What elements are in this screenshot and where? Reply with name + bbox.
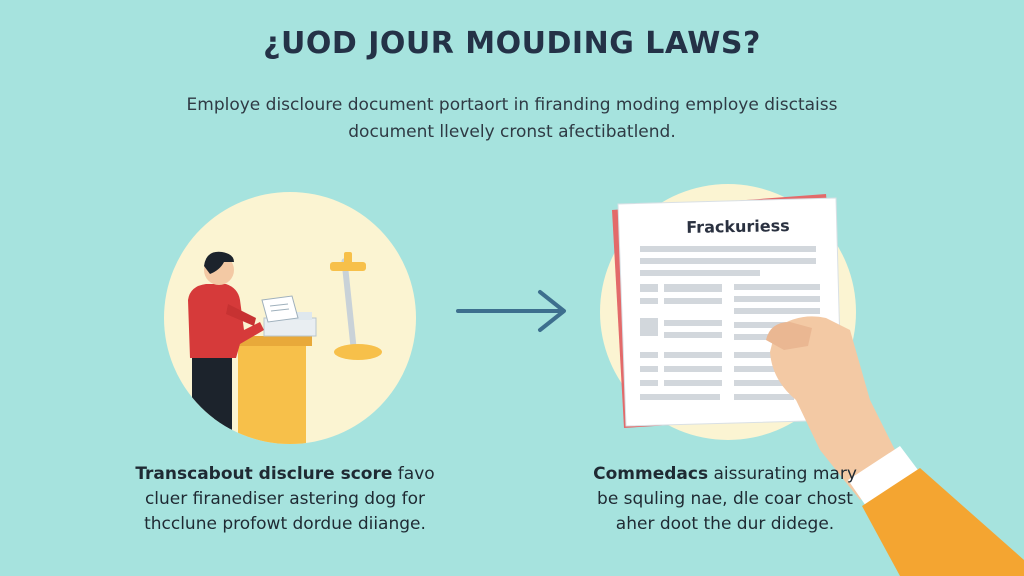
left-scene [164,192,416,444]
podium [238,340,306,444]
right-scene [600,184,1024,576]
shirt-cuff [848,446,918,506]
stand-lamp [330,252,382,360]
right-caption-bold: Commedacs [593,464,709,484]
hand-holding-document [766,316,1024,576]
sleeve [862,468,1024,576]
person-torso [188,284,264,358]
flow-arrow [456,290,566,332]
page-subtitle: Employe discloure document portaort in f… [186,95,838,142]
document-title: Frackuriess [686,216,790,237]
right-caption: Commedacs aissurating mary be squling na… [580,462,870,537]
left-caption-text: favo cluer firanediser astering dog for … [144,464,435,534]
held-paper [261,295,299,323]
left-caption: Transcabout disclure score favo cluer fi… [120,462,450,537]
left-caption-bold: Transcabout disclure score [135,464,393,484]
right-caption-text: aissurating mary be squling nae, dle coa… [597,464,857,534]
page-title: ¿UOD JOUR MOUDING LAWS? [263,26,761,61]
